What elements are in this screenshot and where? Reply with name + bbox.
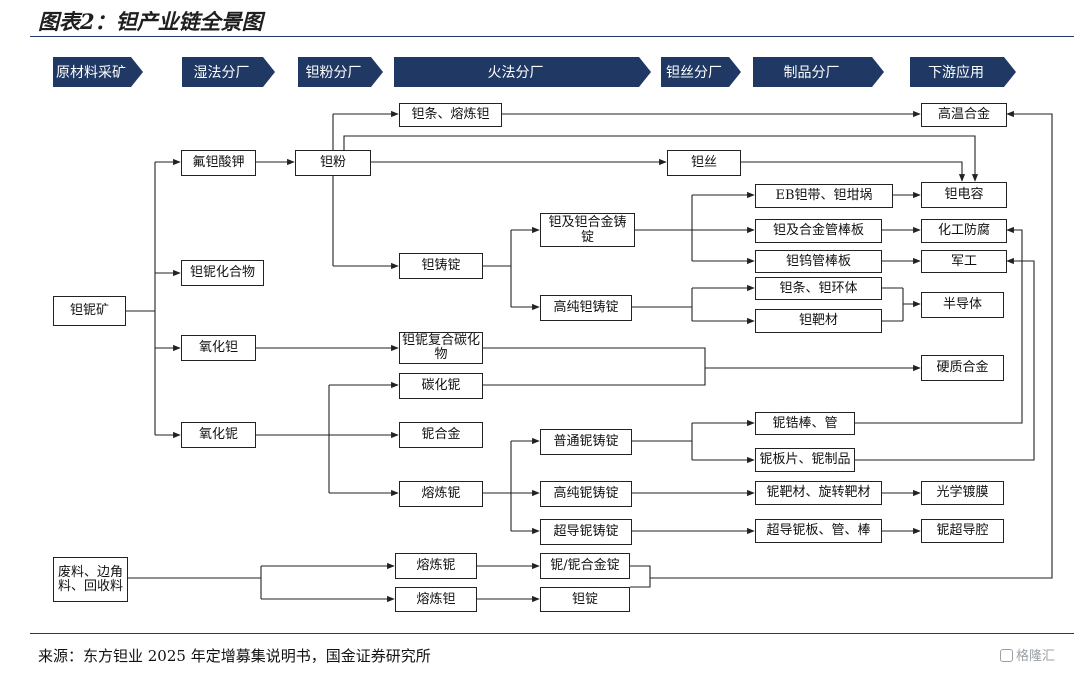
watermark-text: 格隆汇: [1016, 649, 1056, 664]
top-divider: [30, 36, 1074, 37]
edge-carbide-hard: [483, 347, 921, 372]
node-ore: 钽铌矿: [53, 296, 126, 326]
stage-wet-plant: 湿法分厂: [182, 57, 275, 87]
app-optical-coating: 光学镀膜: [921, 481, 1004, 505]
node-ta-wire: 钽丝: [667, 150, 741, 176]
node-ta-bar: 钽条、熔炼钽: [399, 103, 502, 127]
node-nb-ingot: 普通铌铸锭: [540, 429, 632, 455]
watermark: 格隆汇: [1000, 645, 1055, 664]
node-nb-carbide: 碳化铌: [399, 373, 483, 399]
node-ta-tube-plate: 钽及合金管棒板: [755, 219, 882, 243]
node-nb-melt: 熔炼铌: [399, 481, 483, 507]
node-scrap: 废料、边角料、回收料: [53, 557, 128, 602]
stage-powder-plant: 钽粉分厂: [298, 57, 383, 87]
node-tanb-carbide: 钽铌复合碳化物: [399, 332, 483, 364]
source-note: 来源：东方钽业 2025 年定增募集说明书，国金证券研究所: [38, 647, 431, 665]
bottom-divider: [30, 633, 1074, 634]
node-nb2o5: 氧化铌: [181, 422, 256, 448]
watermark-icon: [1000, 649, 1013, 662]
app-superalloy: 高温合金: [921, 103, 1007, 127]
app-semiconductor: 半导体: [921, 292, 1004, 318]
node-taw-tube: 钽钨管棒板: [755, 250, 882, 273]
app-hard-alloy: 硬质合金: [921, 355, 1004, 381]
node-nb-alloy: 铌合金: [399, 422, 483, 448]
node-ta2o5: 氧化钽: [181, 335, 256, 361]
node-ta-target: 钽靶材: [755, 309, 882, 333]
edge-scrap-superalloy: [650, 110, 1053, 579]
node-nb-target: 铌靶材、旋转靶材: [755, 481, 882, 505]
node-hp-ta-ingot: 高纯钽铸锭: [540, 295, 632, 321]
edge-scrap-merge: [630, 565, 651, 588]
node-sc-nb-ingot: 超导铌铸锭: [540, 519, 632, 545]
app-chem-anticorr: 化工防腐: [921, 219, 1007, 243]
stage-fire-plant: 火法分厂: [394, 57, 651, 87]
app-military: 军工: [921, 250, 1007, 273]
edge-nbcarbide-hard: [483, 368, 706, 386]
stage-mining: 原材料采矿: [53, 57, 143, 87]
node-nb-alloy-ingot: 铌/铌合金锭: [540, 553, 630, 579]
node-ta-cast: 钽铸锭: [399, 253, 483, 279]
node-nb-sheet: 铌板片、铌制品: [755, 448, 855, 472]
node-tanb-compound: 钽铌化合物: [181, 260, 264, 286]
edge-sheet-military: [855, 257, 1035, 461]
stage-products-plant: 制品分厂: [753, 57, 884, 87]
stage-downstream: 下游应用: [910, 57, 1016, 87]
node-ta-powder: 钽粉: [295, 150, 371, 176]
app-nb-cavity: 铌超导腔: [921, 519, 1004, 543]
node-ta-alloy-ingot: 钽及钽合金铸锭: [540, 213, 635, 247]
stage-wire-plant: 钽丝分厂: [661, 57, 741, 87]
node-eb-strip: EB钽带、钽坩埚: [755, 184, 893, 208]
app-ta-capacitor: 钽电容: [921, 182, 1007, 208]
node-ta-ingot: 钽锭: [540, 587, 630, 612]
page-title: 图表2：钽产业链全景图: [38, 9, 263, 34]
node-sc-nb-sheet: 超导铌板、管、棒: [755, 519, 882, 543]
node-k2taf7: 氟钽酸钾: [181, 150, 256, 176]
node-ta-ring: 钽条、钽环体: [755, 277, 882, 300]
edge-powder-capacitor: [343, 135, 979, 182]
node-nbzr-rod: 铌锆棒、管: [755, 412, 855, 435]
node-scrap-ta-melt: 熔炼钽: [395, 587, 477, 612]
edge-zr-chem: [855, 226, 1023, 424]
edge-wire-capacitor: [741, 161, 966, 182]
node-scrap-nb-melt: 熔炼铌: [395, 553, 477, 579]
node-hp-nb-ingot: 高纯铌铸锭: [540, 481, 632, 507]
